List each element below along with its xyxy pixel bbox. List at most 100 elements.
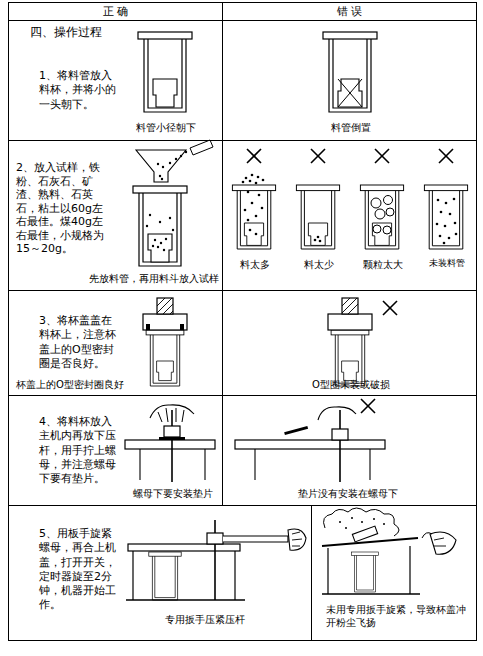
caption-text: 料管小径朝下: [116, 121, 216, 134]
illustration-stroke: [444, 225, 447, 228]
illustration-stroke: [157, 361, 174, 381]
illustration-stroke: [143, 314, 187, 330]
illustration-stroke: [234, 551, 235, 600]
caption-text: 料太少: [289, 258, 349, 271]
illustration-stroke: [180, 324, 184, 330]
illustration-stroke: [138, 32, 192, 112]
step-text: 2、放入试样，铁粉、石灰石、矿渣、熟料、石英石，粘土以60g左右最佳。煤40g左…: [16, 161, 108, 256]
illustration-stroke: [152, 245, 154, 247]
illustration-stroke: [328, 314, 372, 330]
illustration-stroke: [175, 158, 177, 160]
caption-text: 先放料管，再用料斗放入试样: [89, 272, 222, 285]
illustration-stroke: [235, 440, 385, 449]
illustration-stroke: [434, 538, 446, 546]
illustration-stroke: [314, 239, 317, 242]
illustration-stroke: [319, 240, 322, 243]
illustration-stroke: [296, 185, 339, 249]
step-text: 5、用板手旋紧螺母，再合上机盖，打开开关，定时器旋至2分钟，机器开始工作。: [39, 527, 121, 613]
illustration-stroke: [257, 176, 260, 179]
illustration-stroke: [251, 202, 254, 205]
illustration-stroke: [338, 79, 362, 107]
table-cell: 2、放入试样，铁粉、石灰石、矿渣、熟料、石英石，粘土以60g左右最佳。煤40g左…: [8, 140, 223, 291]
illustration-stroke: [422, 533, 432, 538]
illustration-stroke: [372, 223, 391, 245]
illustration-stroke: [258, 194, 261, 197]
illustration-stroke: [249, 180, 252, 183]
funnel-filling: [133, 140, 213, 266]
illustration-stroke: [338, 79, 362, 107]
nut-correct: [125, 405, 215, 482]
illustration-stroke: [437, 199, 440, 202]
illustration-stroke: [445, 202, 448, 205]
illustration-stroke: [126, 599, 245, 600]
illustration-stroke: [190, 140, 213, 155]
illustration-stroke: [255, 182, 258, 185]
illustration-stroke: [386, 208, 394, 216]
illustration-stroke: [409, 546, 410, 594]
column-header: 错 误: [223, 4, 476, 19]
illustration-stroke: [159, 221, 161, 223]
illustration-stroke: [163, 304, 173, 314]
illustration-stroke: [242, 174, 265, 236]
illustration-stroke: [262, 179, 265, 182]
illustration-stroke: [371, 196, 394, 235]
illustration-stroke: [244, 223, 263, 245]
illustration-stroke: [375, 209, 385, 219]
illustration-stroke: [163, 249, 165, 251]
caption-text: 颗粒太大: [353, 258, 413, 271]
table-cell: O型圈未装或破损: [222, 290, 477, 396]
illustration-stroke: [292, 532, 302, 546]
diagram-title: 四、操作过程: [30, 25, 102, 41]
illustration-stroke: [345, 527, 347, 529]
illustration-stroke: [360, 185, 403, 249]
illustration-stroke: [149, 214, 151, 216]
illustration-stroke: [369, 449, 370, 480]
illustration-stroke: [284, 426, 308, 435]
illustration-stroke: [159, 437, 185, 440]
wrench-correct: [126, 520, 306, 600]
table-cell: 4、将料杯放入主机内再放下压杆，用手拧上螺母，并注意螺母下要有垫片。螺母下要安装…: [8, 395, 223, 506]
illustration-stroke: [383, 301, 397, 315]
illustration-stroke: [440, 211, 443, 214]
illustration-stroke: [161, 178, 163, 180]
illustration-stroke: [148, 234, 172, 262]
illustration-stroke: [430, 532, 456, 554]
illustration-stroke: [342, 361, 359, 381]
illustration-stroke: [331, 330, 369, 386]
step-text: 1、将料管放入料杯，并将小的一头朝下。: [39, 69, 121, 112]
table-cell: 3、将杯盖盖在料杯上，注意杯盖上的O型密封圈是否良好。杯盖上的O型密封圈良好: [8, 290, 223, 396]
caption-text: O型圈未装或破损: [291, 378, 411, 391]
illustration-stroke: [448, 237, 451, 240]
illustration-stroke: [164, 426, 180, 437]
illustration-stroke: [214, 520, 216, 600]
lid-correct: [143, 298, 187, 386]
illustration-stroke: [339, 410, 341, 482]
table-cell: 未用专用扳手旋紧，导致杯盖冲开粉尘飞扬: [311, 505, 477, 641]
illustration-stroke: [165, 238, 167, 240]
table-cell: 错 误: [222, 2, 477, 21]
cup-no-tube: [424, 149, 467, 249]
illustration-stroke: [308, 223, 327, 245]
illustration-stroke: [146, 151, 187, 251]
illustration-stroke: [373, 225, 381, 233]
illustration-stroke: [133, 186, 187, 266]
illustration-stroke: [154, 239, 156, 241]
illustration-stroke: [436, 223, 439, 226]
illustration-stroke: [352, 552, 379, 592]
illustration-stroke: [439, 235, 442, 238]
illustration-stroke: [361, 521, 363, 523]
illustration-stroke: [439, 149, 453, 163]
illustration-stroke: [255, 233, 258, 236]
illustration-stroke: [242, 181, 245, 184]
illustration-stroke: [204, 449, 205, 480]
illustration-stroke: [180, 155, 182, 157]
illustration-stroke: [139, 449, 140, 480]
cup-correct: [138, 32, 192, 112]
step-text: 4、将料杯放入主机内再放下压杆，用手拧上螺母，并注意螺母下要有垫片。: [39, 415, 121, 486]
illustration-stroke: [339, 517, 385, 529]
illustration-stroke: [318, 407, 356, 420]
illustration-stroke: [157, 246, 159, 248]
illustration-stroke: [245, 177, 248, 180]
illustration-stroke: [348, 304, 358, 314]
illustration-stroke: [146, 225, 148, 227]
